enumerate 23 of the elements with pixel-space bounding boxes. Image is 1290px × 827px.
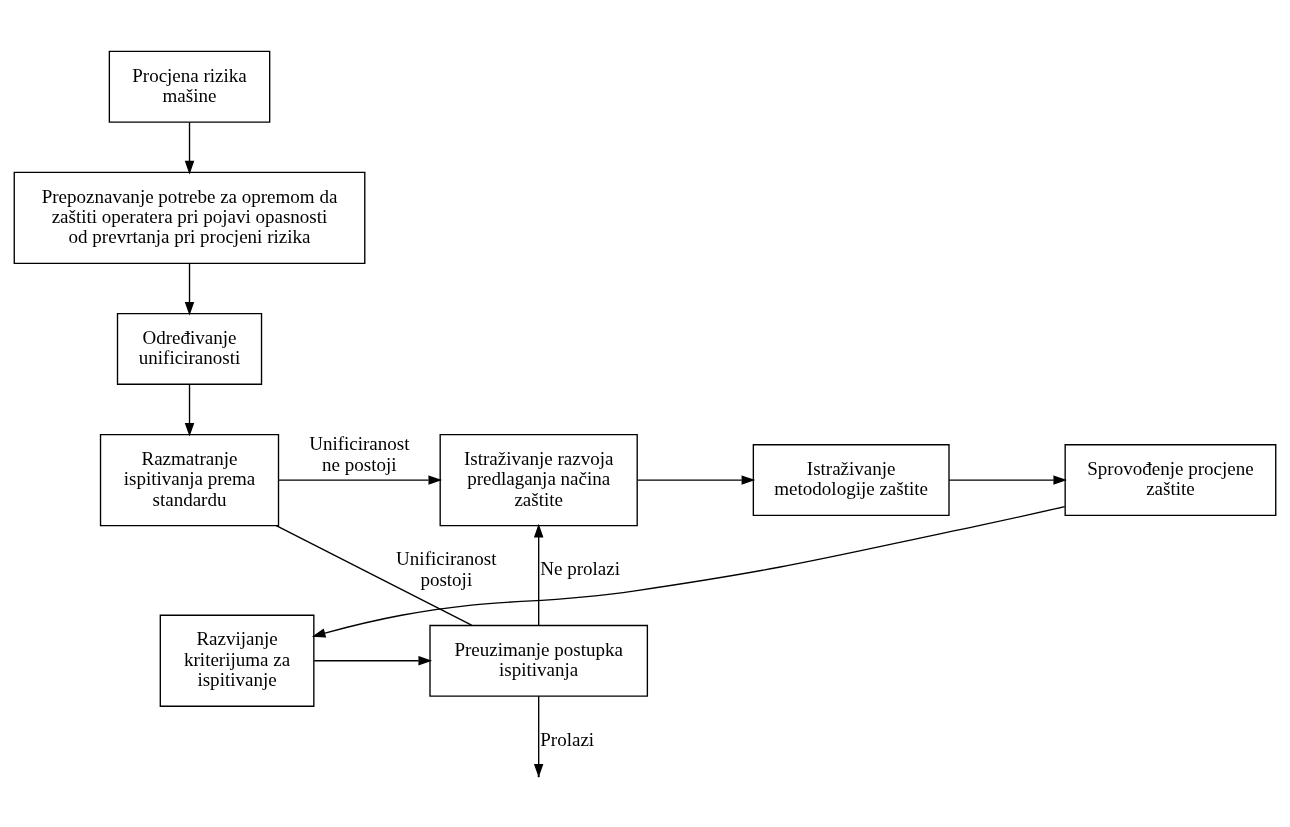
node-box: Procjena rizika mašine: [108, 50, 271, 123]
arrow: [533, 523, 544, 626]
node-box: Razvijanje kriterijuma za ispitivanje: [159, 614, 315, 707]
edge-label: Prolazi: [540, 728, 595, 750]
node-box: Istraživanje razvoja predlaganja načina zaštite: [439, 433, 638, 526]
node-box: Određivanje unificiranosti: [116, 312, 263, 385]
node-box: Prepoznavanje potrebe za opremom da zaštiti operatera pri pojavi opasnosti od prevrtanja pri procjeni rizika: [13, 171, 366, 264]
arrow: [636, 474, 756, 485]
node-box: Razmatranje ispitivanja prema standardu: [99, 433, 280, 526]
arrow: [184, 383, 195, 437]
arrow: [277, 474, 443, 485]
arrow: [948, 474, 1067, 485]
node-box: Sprovođenje procjene zaštite: [1064, 443, 1277, 516]
edge-label: Unificiranost postoji: [396, 547, 497, 590]
arrow: [311, 505, 1066, 638]
arrow: [313, 655, 433, 666]
arrow: [184, 262, 195, 316]
connector: [275, 524, 473, 626]
arrow: [184, 121, 195, 174]
node-box: Istraživanje metodologije zaštite: [752, 443, 950, 516]
node-box: Preuzimanje postupka ispitivanja: [429, 624, 649, 697]
edge-label: Ne prolazi: [540, 557, 620, 579]
edge-label: Unificiranost ne postoji: [309, 432, 410, 475]
